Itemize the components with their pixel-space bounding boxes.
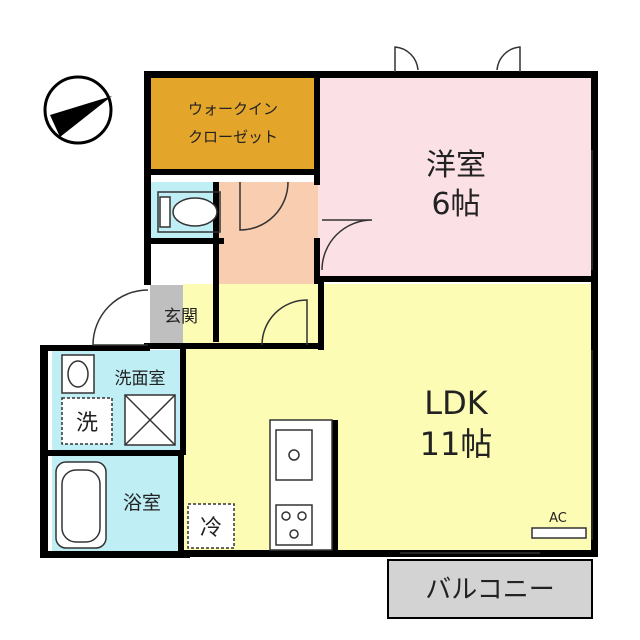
balcony xyxy=(388,560,592,618)
bathroom-label: 浴室 xyxy=(123,492,161,514)
washbasin-icon xyxy=(61,354,95,394)
western-room-name: 洋室 xyxy=(426,148,486,183)
compass-icon xyxy=(43,75,113,145)
sink-icon xyxy=(275,429,313,481)
door-swings xyxy=(92,46,593,554)
balcony-label: バルコニー xyxy=(425,575,554,605)
western-room xyxy=(318,75,593,278)
ldk-room-east xyxy=(318,284,593,552)
ldk-size: 11帖 xyxy=(420,425,493,463)
bathtub-icon xyxy=(55,461,107,549)
western-room-size: 6帖 xyxy=(431,187,480,222)
washer-icon: 洗 xyxy=(61,397,113,445)
aircon-label: AC xyxy=(549,511,567,526)
fridge-symbol: 冷 xyxy=(200,516,222,541)
walk-in-closet-room xyxy=(150,75,316,171)
aircon-icon: AC xyxy=(531,511,587,539)
wic-label-line2: クローゼット xyxy=(188,128,278,146)
washroom-label: 洗面室 xyxy=(115,369,166,389)
washer-symbol: 洗 xyxy=(76,411,98,436)
stove-icon xyxy=(275,504,313,546)
wic-label-line1: ウォークイン xyxy=(188,100,278,118)
walls xyxy=(40,71,598,558)
fridge-icon: 冷 xyxy=(187,503,235,549)
entrance-label: 玄関 xyxy=(164,307,198,327)
toilet-icon xyxy=(157,191,221,233)
kitchen-counter xyxy=(269,419,333,551)
storage-icon xyxy=(124,394,176,446)
ldk-name: LDK xyxy=(424,384,488,422)
